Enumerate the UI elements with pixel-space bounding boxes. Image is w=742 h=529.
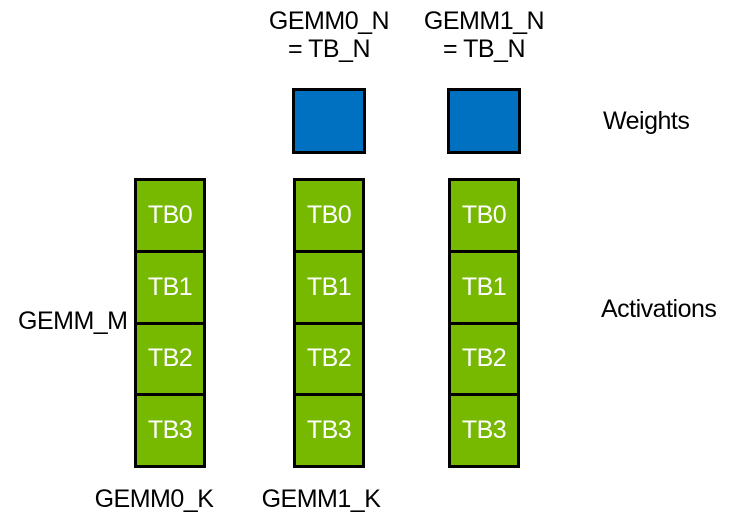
activations-label: Activations: [601, 295, 717, 323]
activations-column-gemm0: TB0 TB1 TB2 TB3: [293, 178, 365, 468]
gemm1-k-label: GEMM1_K: [261, 485, 381, 513]
tb-box: TB1: [296, 253, 362, 325]
activations-column-left: TB0 TB1 TB2 TB3: [134, 178, 206, 468]
tb-box: TB2: [451, 325, 517, 397]
gemm0-n-label-line2: = TB_N: [288, 35, 371, 63]
tb-box: TB3: [147, 416, 193, 445]
gemm0-n-label: GEMM0_N = TB_N: [244, 7, 414, 63]
weights-box-gemm0: [292, 88, 366, 154]
tb-box: TB3: [306, 416, 352, 445]
weights-label: Weights: [603, 107, 690, 135]
gemm0-k-label: GEMM0_K: [94, 485, 214, 513]
gemm1-n-label-line2: = TB_N: [443, 35, 526, 63]
gemm0-n-label-line1: GEMM0_N: [268, 7, 390, 35]
activations-column-gemm1: TB0 TB1 TB2 TB3: [448, 178, 520, 468]
gemm-m-label: GEMM_M: [18, 307, 128, 335]
tb-box: TB0: [451, 181, 517, 253]
tb-box: TB3: [461, 416, 507, 445]
tb-box: TB1: [137, 253, 203, 325]
tb-box: TB2: [137, 325, 203, 397]
weights-box-gemm1: [447, 88, 521, 154]
tb-box: TB0: [137, 181, 203, 253]
gemm1-n-label-line1: GEMM1_N: [423, 7, 545, 35]
tb-box: TB0: [296, 181, 362, 253]
tb-box: TB1: [451, 253, 517, 325]
tb-box: TB2: [296, 325, 362, 397]
gemm1-n-label: GEMM1_N = TB_N: [399, 7, 569, 63]
